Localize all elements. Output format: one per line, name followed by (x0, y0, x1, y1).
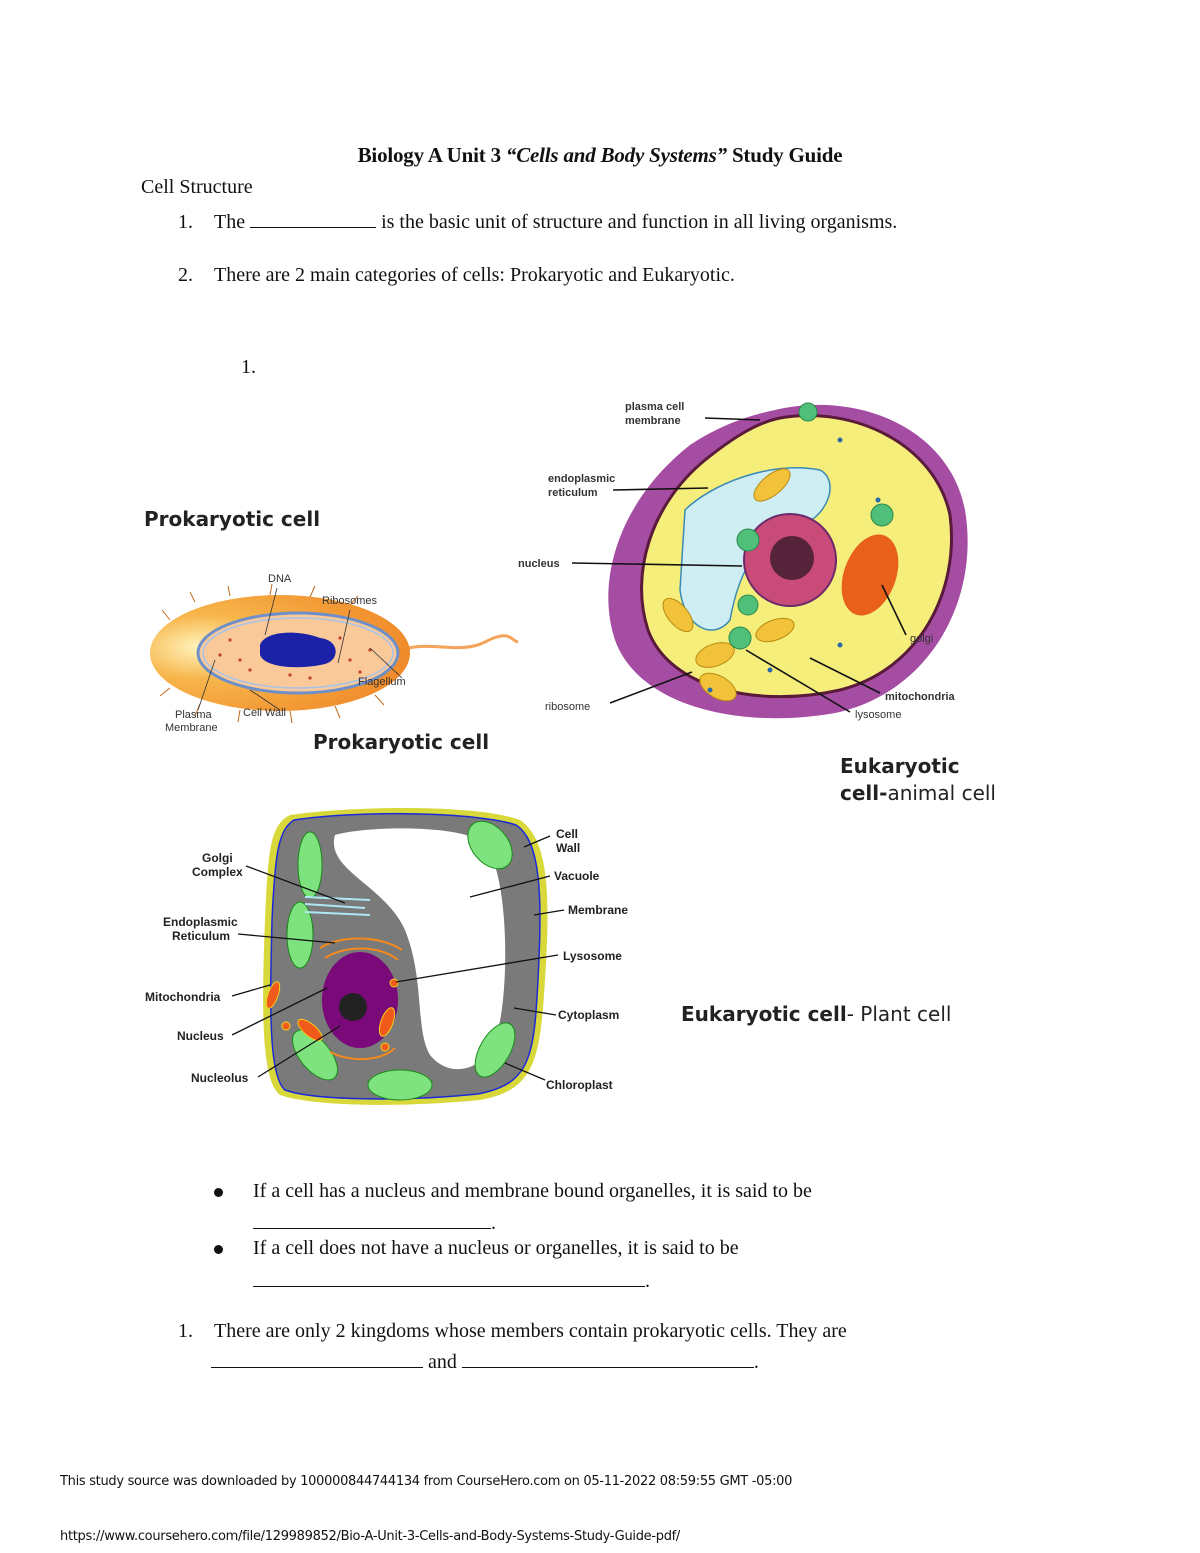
plant-nucleolus-shape (339, 993, 367, 1021)
prokaryotic-cell-diagram: DNA Ribosomes Flagellum Cell Wall Plasma… (150, 573, 519, 734)
label-nucleus: Nucleus (177, 1029, 224, 1043)
question-number: 2. (178, 264, 193, 286)
label-reticulum: Reticulum (172, 929, 230, 943)
question-kingdoms: 1. There are only 2 kingdoms whose member… (178, 1320, 847, 1343)
source-url[interactable]: https://www.coursehero.com/file/12998985… (60, 1529, 680, 1544)
golgi-shape (841, 534, 899, 616)
period: . (645, 1270, 650, 1292)
label-membrane: Membrane (568, 903, 628, 917)
animal-caption-bold: cell- (840, 781, 888, 805)
label-chloroplast: Chloroplast (546, 1078, 613, 1092)
label-nucleolus: Nucleolus (191, 1071, 249, 1085)
title-italic: “Cells and Body Systems” (505, 143, 727, 167)
label-mitochondria: mitochondria (885, 691, 956, 703)
question-text: There are only 2 kingdoms whose members … (214, 1320, 847, 1342)
label-complex: Complex (192, 865, 243, 879)
label-ribosomes: Ribosomes (322, 595, 378, 607)
label-plasma: Plasma (175, 709, 213, 721)
bullet-prokaryotic: If a cell does not have a nucleus or org… (214, 1237, 739, 1260)
answer-blank-2[interactable] (461, 1349, 754, 1368)
flagellum-shape (401, 634, 519, 652)
question-2: 2. There are 2 main categories of cells: … (178, 264, 735, 287)
download-note: This study source was downloaded by 1000… (60, 1474, 793, 1489)
period: . (491, 1212, 496, 1234)
label-golgi: golgi (910, 633, 933, 645)
animal-cell-diagram: plasma cell membrane endoplasmic reticul… (518, 401, 968, 721)
question-kingdoms-answers: and . (211, 1349, 759, 1374)
prokaryotic-heading: Prokaryotic cell (144, 507, 321, 531)
plant-caption-bold: Eukaryotic cell (681, 1002, 847, 1026)
label-plasma-cell: plasma cell (625, 401, 684, 413)
label-endoplasmic: Endoplasmic (163, 915, 238, 929)
question-number: 1. (178, 1320, 193, 1342)
answer-blank[interactable] (250, 209, 377, 228)
label-cell-wall: Cell Wall (243, 707, 286, 719)
bullet-text: If a cell does not have a nucleus or org… (253, 1237, 739, 1259)
label-ribosome: ribosome (545, 701, 590, 713)
animal-caption-line1: Eukaryotic (840, 754, 960, 778)
bullet-icon (214, 1187, 223, 1197)
period: . (753, 1351, 759, 1373)
question-text: There are 2 main categories of cells: Pr… (214, 264, 735, 286)
bullet-text: If a cell has a nucleus and membrane bou… (253, 1180, 812, 1202)
sub-number: 1. (241, 356, 256, 378)
answer-blank-1[interactable] (211, 1349, 423, 1368)
label-wall: Wall (556, 841, 580, 855)
plant-caption-regular: - Plant cell (846, 1002, 952, 1026)
bullet-icon (214, 1244, 223, 1254)
bullet-prokaryotic-answer: . (253, 1268, 650, 1293)
question-number: 1. (178, 211, 193, 233)
label-flagellum: Flagellum (358, 676, 406, 688)
title-suffix: Study Guide (726, 143, 843, 167)
plant-cell-diagram: Golgi Complex Endoplasmic Reticulum Mito… (145, 808, 628, 1105)
question-1: 1. The is the basic unit of structure and… (178, 209, 897, 234)
plant-caption: Eukaryotic cell- Plant cell (681, 1002, 951, 1026)
plasma-membrane-shape (202, 617, 394, 689)
vacuole-shape (333, 828, 506, 1070)
animal-caption-regular: animal cell (887, 781, 996, 805)
label-cytoplasm: Cytoplasm (558, 1008, 619, 1022)
and-text: and (428, 1351, 457, 1373)
label-lysosome: Lysosome (563, 949, 622, 963)
question-text-after: is the basic unit of structure and funct… (376, 211, 898, 233)
label-membrane: membrane (625, 415, 681, 427)
title-prefix: Biology A Unit 3 (357, 143, 506, 167)
label-golgi: Golgi (202, 851, 233, 865)
label-endoplasmic: endoplasmic (548, 473, 615, 485)
label-membrane: Membrane (165, 722, 218, 734)
bullet-eukaryotic: If a cell has a nucleus and membrane bou… (214, 1180, 812, 1203)
label-nucleus: nucleus (518, 558, 560, 570)
answer-blank[interactable] (253, 1268, 645, 1287)
document-title: Biology A Unit 3 “Cells and Body Systems… (0, 143, 1200, 168)
question-text-before: The (214, 211, 246, 233)
bullet-eukaryotic-answer: . (253, 1210, 496, 1235)
label-cell: Cell (556, 827, 578, 841)
label-mitochondria: Mitochondria (145, 990, 221, 1004)
label-dna: DNA (268, 573, 292, 585)
label-vacuole: Vacuole (554, 869, 600, 883)
label-lysosome: lysosome (855, 709, 901, 721)
label-reticulum: reticulum (548, 487, 598, 499)
dna-shape (260, 632, 336, 668)
nucleolus-shape (770, 536, 814, 580)
section-heading: Cell Structure (141, 176, 253, 198)
animal-caption: Eukaryotic cell-animal cell (840, 753, 996, 807)
prokaryotic-caption: Prokaryotic cell (313, 730, 490, 754)
answer-blank[interactable] (253, 1210, 491, 1229)
